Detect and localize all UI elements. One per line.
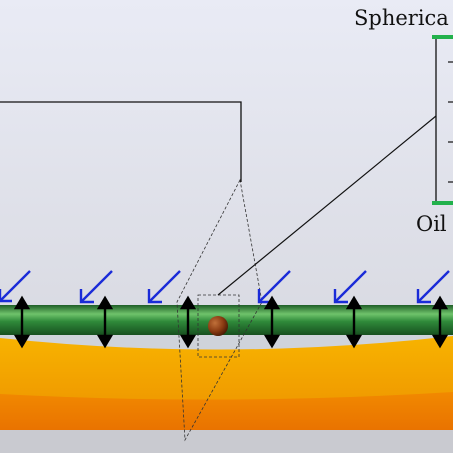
load-arrow-icon	[0, 270, 31, 303]
spherical-particle-icon	[208, 316, 228, 336]
oil-film	[0, 332, 453, 350]
contact-arrows	[13, 295, 449, 349]
frame-line	[0, 101, 242, 182]
inset-bracket	[432, 35, 453, 205]
double-arrow-icon	[179, 295, 197, 349]
double-arrow-icon	[431, 295, 449, 349]
lower-layer	[0, 390, 453, 430]
double-arrow-icon	[96, 295, 114, 349]
projection-outline	[176, 178, 263, 442]
leader-line	[217, 115, 437, 296]
load-arrow-icon	[257, 270, 291, 304]
load-arrow-icon	[416, 270, 450, 304]
double-arrow-icon	[263, 295, 281, 349]
upper-layer	[0, 334, 453, 400]
double-arrow-icon	[345, 295, 363, 349]
load-arrow-icon	[147, 270, 181, 304]
load-arrow-icon	[333, 270, 367, 304]
oil-label: Oil	[416, 212, 447, 236]
load-arrow-icon	[79, 270, 113, 304]
double-arrow-icon	[13, 295, 31, 349]
base-plate	[0, 428, 453, 453]
spherical-label: Spherica	[354, 6, 449, 30]
load-arrows	[0, 270, 450, 304]
